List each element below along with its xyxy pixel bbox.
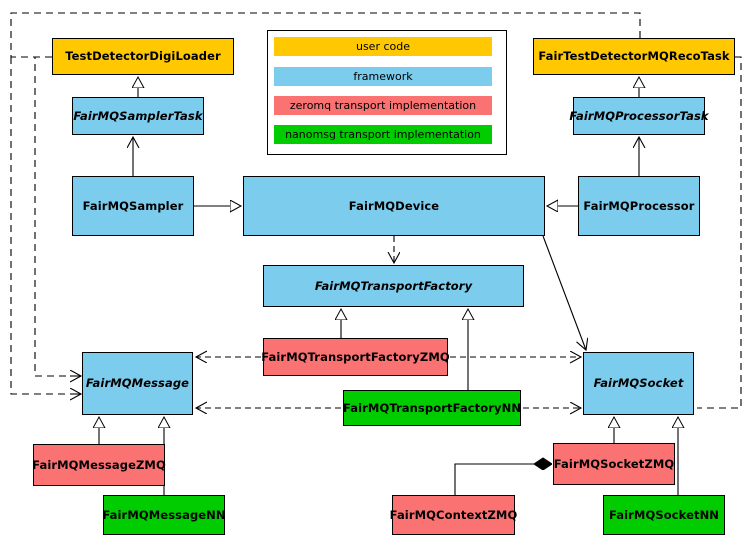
class-node-fairmqmessage[interactable]: FairMQMessage — [82, 352, 193, 415]
class-node-fairmqmessagezmq[interactable]: FairMQMessageZMQ — [32, 444, 166, 486]
class-node-fairmqprocessor[interactable]: FairMQProcessor — [578, 176, 700, 236]
edge-device-to-socket — [542, 235, 586, 350]
class-node-testdetectordigiloader[interactable]: TestDetectorDigiLoader — [52, 38, 234, 75]
legend-entry-user-code: user code — [274, 37, 492, 56]
class-node-fairmqdevice[interactable]: FairMQDevice — [243, 176, 545, 236]
edge-digiloader-to-message — [34, 56, 70, 377]
class-node-fairmqsampler[interactable]: FairMQSampler — [72, 176, 194, 236]
class-node-fairtestdetectormqrecotask[interactable]: FairTestDetectorMQRecoTask — [533, 38, 735, 75]
class-node-fairmqtransportfactory[interactable]: FairMQTransportFactory — [263, 265, 524, 307]
class-node-fairmqsocket[interactable]: FairMQSocket — [583, 352, 694, 415]
class-node-fairmqmessagenn[interactable]: FairMQMessageNN — [102, 495, 226, 535]
edge-contextzmq-to-socketzmq — [454, 464, 551, 495]
class-node-fairmqtransportfactorynn[interactable]: FairMQTransportFactoryNN — [343, 390, 521, 426]
legend-entry-nanomsg: nanomsg transport implementation — [274, 125, 492, 144]
edge-frame-left-down — [10, 57, 70, 395]
class-node-fairmqprocessortask[interactable]: FairMQProcessorTask — [569, 97, 709, 135]
legend-entry-zeromq: zeromq transport implementation — [274, 96, 492, 115]
class-node-fairmqsocketzmq[interactable]: FairMQSocketZMQ — [553, 443, 675, 485]
class-node-fairmqsocketnn[interactable]: FairMQSocketNN — [603, 495, 725, 535]
class-node-fairmqtransportfactoryzmq[interactable]: FairMQTransportFactoryZMQ — [261, 338, 450, 376]
class-node-fairmqcontextzmq[interactable]: FairMQContextZMQ — [390, 495, 517, 535]
class-node-fairmqsamplertask[interactable]: FairMQSamplerTask — [72, 97, 204, 135]
legend-entry-framework: framework — [274, 67, 492, 86]
